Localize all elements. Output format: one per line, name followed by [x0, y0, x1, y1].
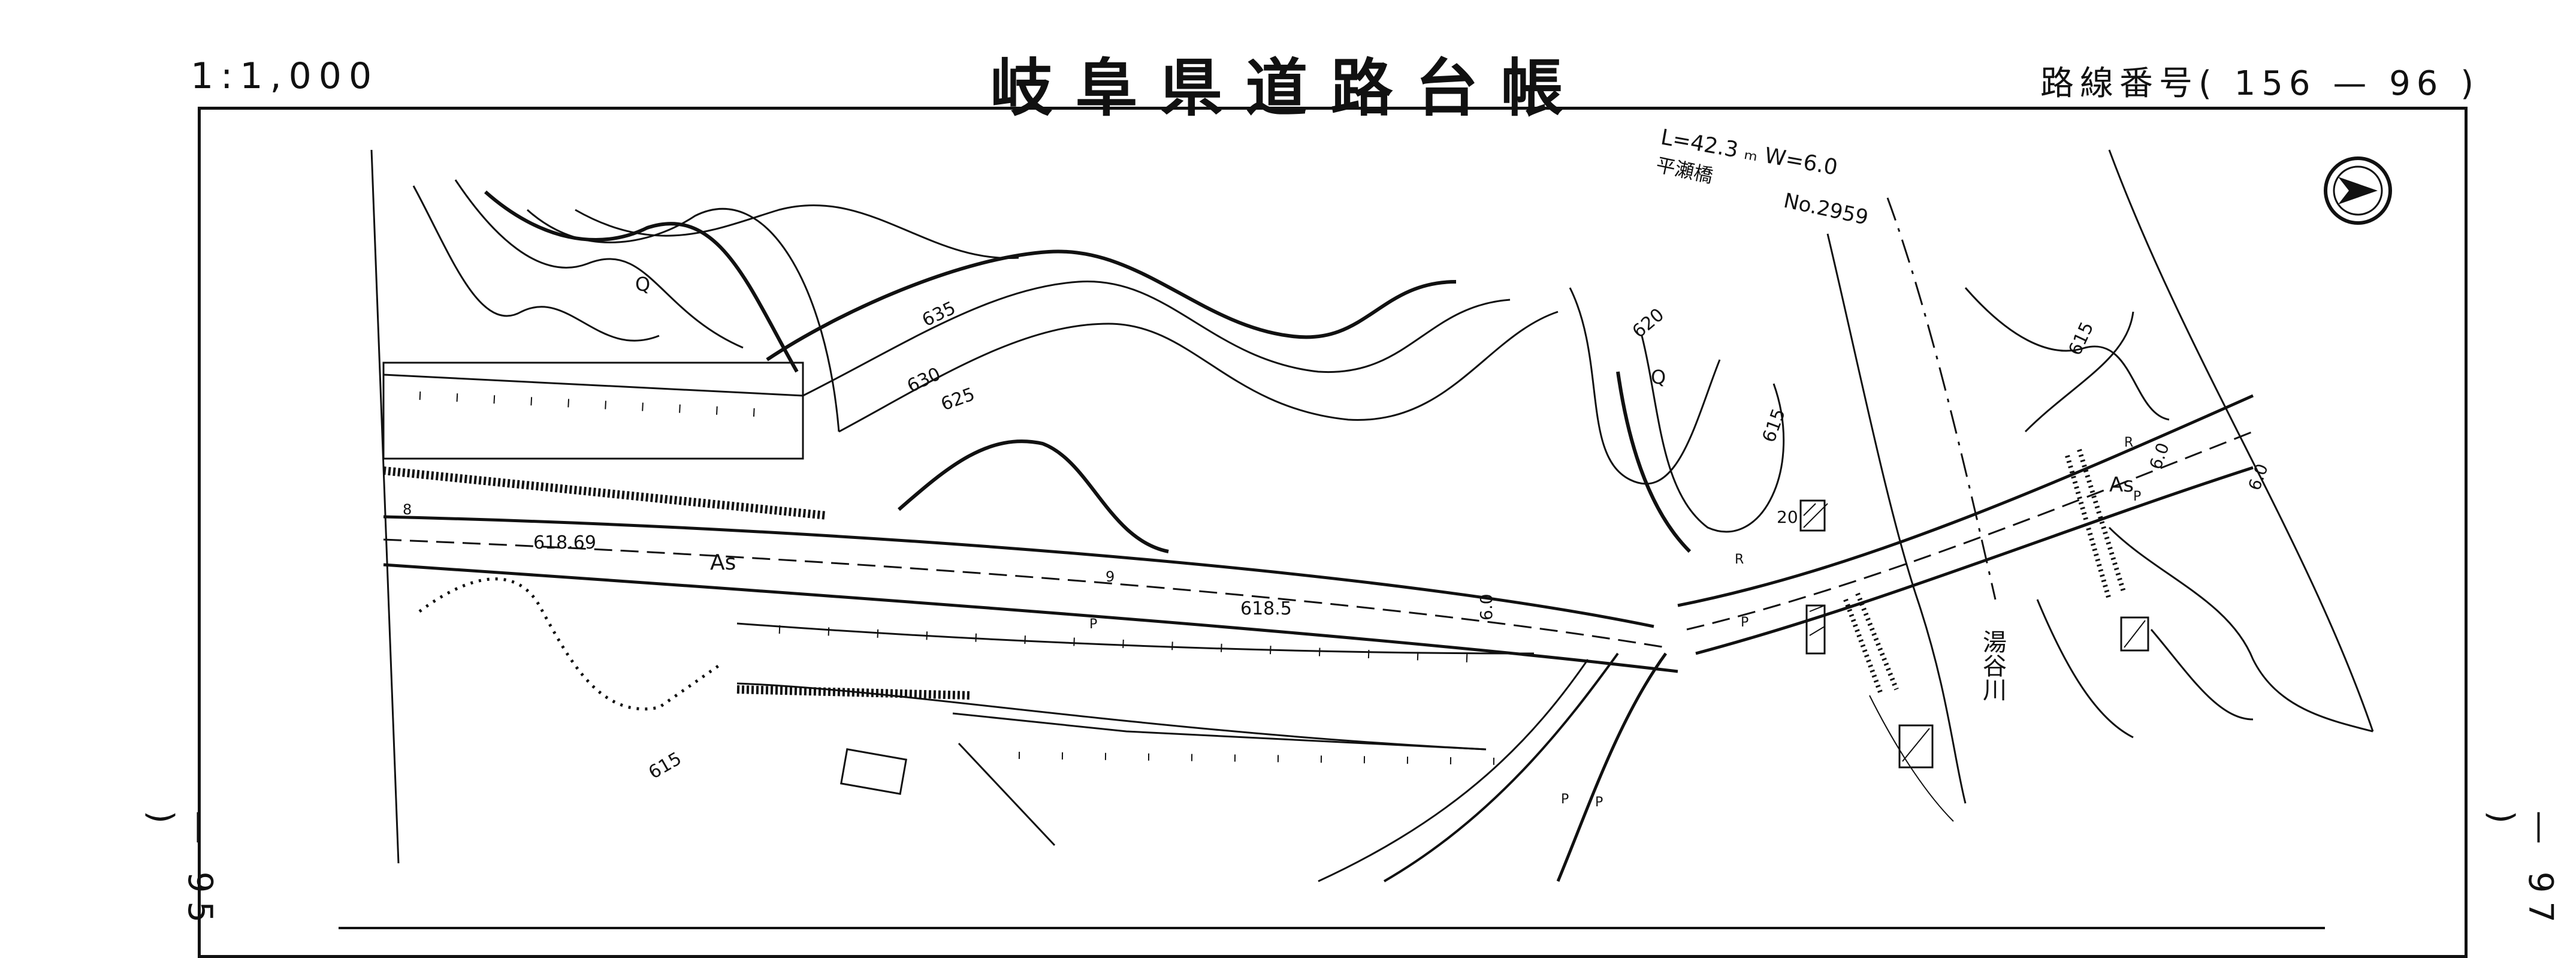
- contour-label: 625: [938, 384, 978, 415]
- map-mark: P: [1089, 617, 1097, 632]
- map-labels: L=42.3 ₘ W=6.0 平瀬橋 No.2959 湯谷川 635 630 6…: [403, 125, 2272, 810]
- elevation-label: 618.69: [533, 532, 596, 553]
- route-number: 路線番号( 156 — 96 ): [2040, 64, 2480, 103]
- width-label: 6.0: [1476, 594, 1496, 620]
- quarry-symbol: Q: [1651, 366, 1666, 388]
- map-linework: [339, 149, 2392, 929]
- contour-label: 615: [1759, 406, 1790, 445]
- map-mark: R: [1735, 552, 1744, 567]
- north-arrow-icon: [2324, 156, 2392, 225]
- map-mark: P: [1595, 795, 1603, 810]
- next-sheet-reference: — 97 ): [2482, 811, 2560, 932]
- station-mark: 8: [403, 501, 412, 518]
- quarry-symbol: Q: [635, 273, 650, 296]
- surface-label: As: [710, 550, 736, 575]
- map-mark: P: [2133, 489, 2141, 504]
- elevation-label: 618.5: [1240, 598, 1292, 619]
- station-mark: 9: [1106, 568, 1115, 585]
- map-mark: P: [1561, 792, 1569, 807]
- river-name: 湯谷川: [1979, 629, 2006, 701]
- bridge-number: No.2959: [1781, 189, 1870, 230]
- surface-label: As: [2109, 473, 2134, 497]
- sheet-title: 岐阜県道路台帳: [990, 52, 1586, 125]
- map-scale: 1:1,000: [191, 55, 379, 97]
- width-label: 6.0: [2245, 461, 2272, 493]
- contour-label: 615: [2065, 319, 2098, 359]
- bridge-name: 平瀬橋: [1654, 153, 1715, 188]
- contour-label: 630: [904, 363, 944, 397]
- contour-label: 635: [919, 297, 959, 331]
- width-label: 6.0: [2146, 440, 2173, 472]
- contour-label: 620: [1629, 305, 1668, 343]
- map-mark: R: [2124, 435, 2133, 450]
- station-mark: 20: [1777, 507, 1798, 527]
- map-mark: P: [1741, 615, 1748, 630]
- contour-label: 615: [645, 748, 685, 784]
